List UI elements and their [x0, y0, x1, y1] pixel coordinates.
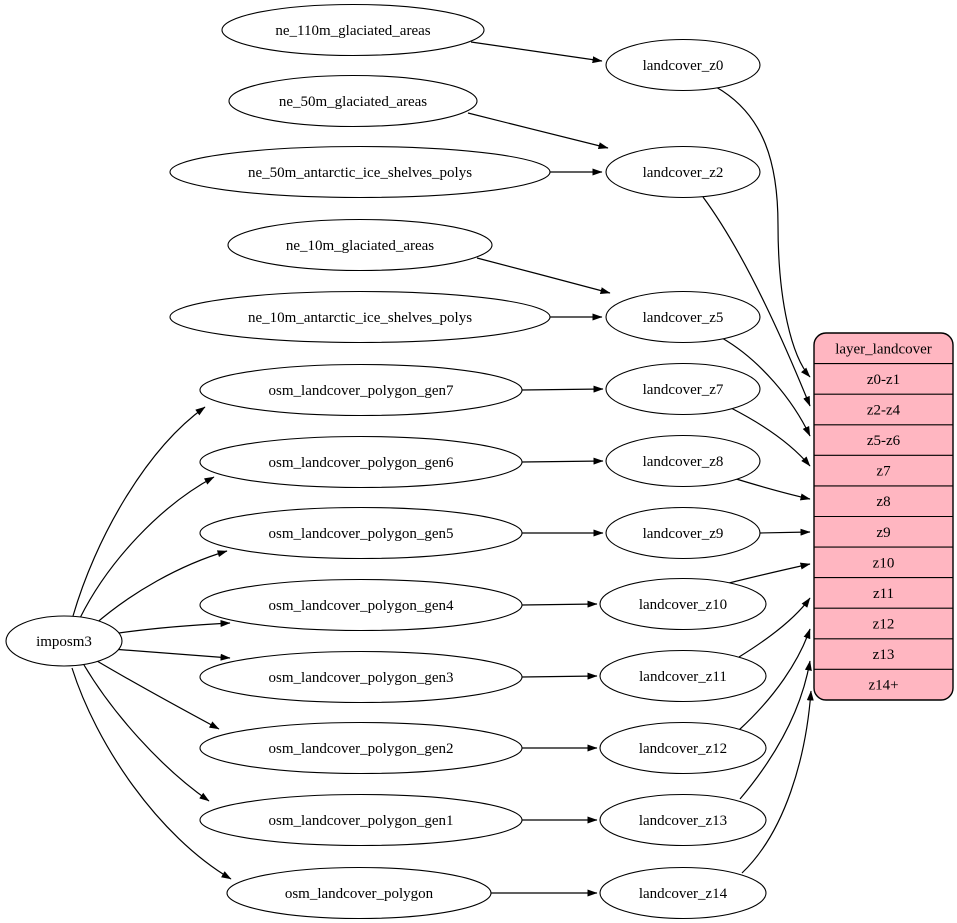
node-landcover-z8-label: landcover_z8	[643, 454, 724, 470]
table-row-z14plus: z14+	[868, 678, 898, 694]
edge-imposm3-to-osm-landcover-polygon	[71, 667, 232, 880]
node-imposm3-label: imposm3	[36, 634, 92, 650]
table-row-z12: z12	[873, 617, 895, 633]
node-ne-10m-antarctic-ice-shelves-polys: ne_10m_antarctic_ice_shelves_polys	[169, 290, 551, 344]
table-row-z8: z8	[876, 494, 890, 510]
table-title: layer_landcover	[835, 342, 932, 358]
table-layer-landcover: layer_landcover z0-z1 z2-z4 z5-z6 z7 z8 …	[813, 332, 954, 701]
edge-landcover-z10-to-row-z10	[728, 562, 811, 584]
edge-imposm3-to-gen6	[79, 476, 215, 619]
node-ne-50m-antarctic-ice-shelves-polys: ne_50m_antarctic_ice_shelves_polys	[169, 145, 551, 199]
node-osm-landcover-polygon-gen6-label: osm_landcover_polygon_gen6	[269, 455, 454, 471]
node-landcover-z14: landcover_z14	[599, 866, 767, 920]
node-ne-50m-antarctic-ice-shelves-polys-label: ne_50m_antarctic_ice_shelves_polys	[248, 165, 472, 181]
node-landcover-z0: landcover_z0	[605, 38, 761, 92]
edge-landcover-z14-to-row-z14plus	[741, 690, 814, 874]
edge-landcover-z8-to-row-z8	[732, 477, 811, 501]
edge-gen7-to-landcover-z7	[521, 385, 604, 393]
edge-ne110m-to-landcover-z0	[470, 41, 603, 64]
edge-imposm3-to-gen7	[72, 406, 206, 617]
edge-landcover-z2-to-row-z2-z4	[702, 196, 811, 407]
edge-landcover-z0-to-row-z0-z1	[715, 86, 811, 378]
node-landcover-z5-label: landcover_z5	[643, 310, 724, 326]
edge-landcover-z5-to-row-z5-z6	[721, 337, 811, 437]
node-landcover-z10-label: landcover_z10	[639, 597, 727, 613]
node-landcover-z8: landcover_z8	[605, 434, 761, 488]
node-landcover-z14-label: landcover_z14	[639, 886, 728, 902]
node-landcover-z9-label: landcover_z9	[643, 526, 724, 542]
node-osm-landcover-polygon-gen3-label: osm_landcover_polygon_gen3	[269, 670, 454, 686]
node-osm-landcover-polygon-gen2: osm_landcover_polygon_gen2	[199, 721, 523, 775]
node-ne-10m-antarctic-ice-shelves-polys-label: ne_10m_antarctic_ice_shelves_polys	[248, 310, 472, 326]
node-landcover-z13: landcover_z13	[599, 793, 767, 847]
node-landcover-z12-label: landcover_z12	[639, 741, 727, 757]
node-landcover-z7: landcover_z7	[605, 362, 761, 416]
node-osm-landcover-polygon-gen7-label: osm_landcover_polygon_gen7	[269, 383, 454, 399]
edge-gen6-to-landcover-z8	[521, 457, 604, 465]
node-landcover-z10: landcover_z10	[599, 577, 767, 631]
edge-landcover-z9-to-row-z9	[759, 528, 811, 536]
node-landcover-z11-label: landcover_z11	[639, 669, 727, 685]
node-imposm3: imposm3	[5, 615, 123, 667]
node-osm-landcover-polygon-gen5: osm_landcover_polygon_gen5	[199, 506, 523, 560]
edge-landcover-z11-to-row-z11	[738, 597, 811, 658]
node-ne-10m-glaciated-areas-label: ne_10m_glaciated_areas	[286, 238, 434, 254]
node-osm-landcover-polygon-label: osm_landcover_polygon	[285, 886, 434, 902]
edge-landcover-z13-to-row-z13	[739, 660, 812, 800]
node-osm-landcover-polygon-gen1-label: osm_landcover_polygon_gen1	[269, 813, 454, 829]
node-landcover-z9: landcover_z9	[605, 506, 761, 560]
node-landcover-z0-label: landcover_z0	[643, 58, 724, 74]
node-landcover-z2: landcover_z2	[605, 145, 761, 199]
table-row-z9: z9	[876, 525, 890, 541]
edge-gen4-to-landcover-z10	[521, 600, 598, 608]
node-landcover-z12: landcover_z12	[599, 721, 767, 775]
edge-imposm3-to-gen3	[111, 648, 231, 661]
edge-ne50m-glaciated-to-landcover-z2	[467, 112, 609, 150]
node-ne-50m-glaciated-areas-label: ne_50m_glaciated_areas	[279, 94, 427, 110]
edge-imposm3-to-gen5	[93, 550, 228, 626]
edge-imposm3-to-gen1	[83, 664, 210, 802]
node-landcover-z13-label: landcover_z13	[639, 813, 727, 829]
node-landcover-z5: landcover_z5	[605, 290, 761, 344]
node-osm-landcover-polygon-gen4-label: osm_landcover_polygon_gen4	[269, 598, 454, 614]
node-ne-110m-glaciated-areas: ne_110m_glaciated_areas	[221, 3, 485, 57]
node-osm-landcover-polygon-gen5-label: osm_landcover_polygon_gen5	[269, 526, 454, 542]
node-ne-110m-glaciated-areas-label: ne_110m_glaciated_areas	[275, 23, 430, 39]
node-ne-10m-glaciated-areas: ne_10m_glaciated_areas	[227, 218, 493, 272]
table-row-z10: z10	[873, 555, 895, 571]
table-row-z13: z13	[873, 647, 895, 663]
node-landcover-z2-label: landcover_z2	[643, 165, 724, 181]
node-osm-landcover-polygon-gen2-label: osm_landcover_polygon_gen2	[269, 741, 454, 757]
node-osm-landcover-polygon-gen7: osm_landcover_polygon_gen7	[199, 363, 523, 417]
edge-gen3-to-landcover-z11	[521, 672, 598, 680]
table-row-z11: z11	[873, 586, 894, 602]
node-osm-landcover-polygon-gen4: osm_landcover_polygon_gen4	[199, 578, 523, 632]
edge-ne10m-glaciated-to-landcover-z5	[476, 257, 611, 294]
table-row-z7: z7	[876, 464, 891, 480]
node-osm-landcover-polygon-gen1: osm_landcover_polygon_gen1	[199, 793, 523, 847]
node-osm-landcover-polygon-gen6: osm_landcover_polygon_gen6	[199, 435, 523, 489]
table-row-z2-z4: z2-z4	[867, 403, 901, 419]
table-row-z5-z6: z5-z6	[867, 433, 901, 449]
edge-imposm3-to-gen4	[111, 620, 231, 635]
node-ne-50m-glaciated-areas: ne_50m_glaciated_areas	[228, 74, 478, 128]
edge-layer	[71, 41, 814, 897]
edge-imposm3-to-gen2	[96, 660, 220, 730]
node-osm-landcover-polygon-gen3: osm_landcover_polygon_gen3	[199, 650, 523, 704]
node-osm-landcover-polygon: osm_landcover_polygon	[226, 866, 492, 920]
table-row-z0-z1: z0-z1	[867, 372, 900, 388]
edge-landcover-z12-to-row-z12	[738, 628, 811, 731]
node-landcover-z7-label: landcover_z7	[643, 382, 724, 398]
edge-landcover-z7-to-row-z7	[730, 407, 811, 467]
node-landcover-z11: landcover_z11	[599, 649, 767, 703]
